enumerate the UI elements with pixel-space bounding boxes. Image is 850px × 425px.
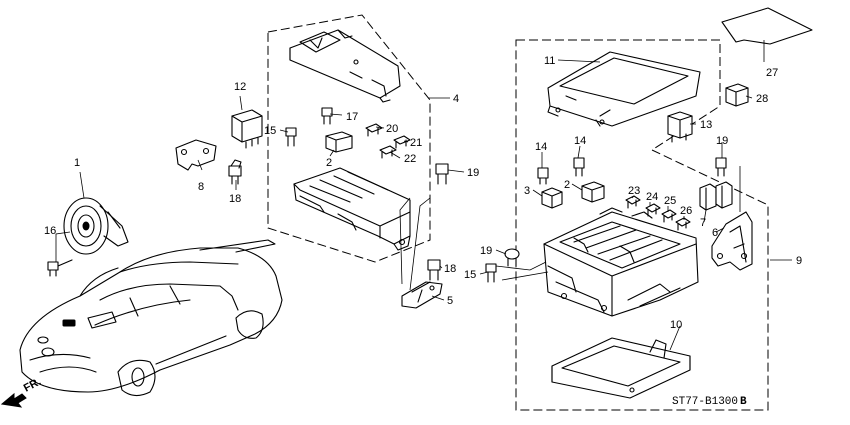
callout-3: 3 [524, 185, 530, 197]
main-fuse-box-body [543, 207, 699, 317]
front-direction-arrow: FR. [0, 376, 43, 408]
callout-23: 23 [628, 185, 640, 197]
callout-14-right: 14 [574, 135, 586, 147]
relay-28 [725, 83, 749, 107]
bolt-14-left [537, 167, 549, 185]
bottom-cover-10 [551, 337, 691, 399]
ecu-box-cover [547, 51, 701, 127]
callout-2-right: 2 [564, 179, 570, 191]
callout-22: 22 [404, 153, 416, 165]
horn-part [63, 197, 129, 255]
callout-24: 24 [646, 191, 658, 203]
car-outline [19, 239, 283, 397]
label-sheet-27 [721, 7, 813, 45]
callout-25: 25 [664, 195, 676, 207]
fuse-box-cover [289, 29, 401, 103]
callout-20: 20 [386, 123, 398, 135]
bolt-17 [321, 107, 333, 125]
bolt-19-left [435, 163, 449, 185]
callout-21: 21 [410, 137, 422, 149]
callout-2-left: 2 [326, 157, 332, 169]
fuse-20 [365, 123, 383, 137]
callout-18-left: 18 [229, 193, 241, 205]
group-outline-left [267, 14, 431, 263]
relay-2-left [325, 131, 353, 153]
fuse-26 [675, 217, 691, 231]
callout-1: 1 [74, 157, 80, 169]
callout-16: 16 [44, 225, 56, 237]
bolt-15-right [485, 263, 497, 283]
callout-28: 28 [756, 93, 768, 105]
callout-4: 4 [453, 93, 459, 105]
callout-8: 8 [198, 181, 204, 193]
bracket-6 [711, 211, 753, 271]
bolt-16 [47, 259, 73, 277]
bolt-15-left [285, 127, 297, 147]
callout-14-left: 14 [535, 141, 547, 153]
fuse-25 [661, 209, 677, 223]
callout-6: 6 [712, 227, 718, 239]
front-label: FR. [22, 376, 43, 395]
fuse-24 [645, 203, 661, 217]
callout-9: 9 [796, 255, 802, 267]
fuse-box-body [293, 167, 411, 251]
relay-3 [541, 187, 563, 209]
relay-13 [667, 111, 693, 143]
bolt-19-right [715, 157, 727, 177]
bolt-18-mid [427, 259, 441, 281]
group-outline-right [515, 39, 769, 411]
callout-19-lower: 19 [480, 245, 492, 257]
diagram-code-text: ST77-B1300 [672, 396, 738, 408]
callout-5: 5 [447, 295, 453, 307]
callout-10: 10 [670, 319, 682, 331]
callout-15-left: 15 [264, 125, 276, 137]
fuse-21 [393, 135, 411, 149]
callout-27: 27 [766, 67, 778, 79]
callout-11: 11 [544, 55, 555, 67]
fuse-22 [379, 145, 397, 159]
relay-12 [231, 109, 263, 149]
bracket-5 [401, 281, 443, 309]
callout-13: 13 [700, 119, 712, 131]
callout-19-right: 19 [716, 135, 728, 147]
callout-19-left: 19 [467, 167, 479, 179]
callout-17: 17 [346, 111, 358, 123]
leader-lines [55, 40, 792, 351]
diagram-code-suffix: B [740, 396, 747, 408]
callout-18-mid: 18 [444, 263, 456, 275]
bolt-18-left [228, 159, 242, 185]
callout-12: 12 [234, 81, 246, 93]
bolt-14-right [573, 157, 585, 177]
bolt-19-lower [504, 248, 520, 267]
callout-26: 26 [680, 205, 692, 217]
callout-15-right: 15 [464, 269, 476, 281]
bracket-8 [175, 139, 217, 171]
callout-labels: 1 16 8 12 18 15 17 2 20 21 22 4 19 18 5 … [44, 55, 802, 331]
diagram-code: ST77-B1300 B [672, 396, 747, 408]
relay-2-right [581, 181, 605, 203]
relay-7 [699, 181, 733, 211]
fuse-23 [625, 195, 641, 209]
callout-7: 7 [700, 217, 706, 229]
